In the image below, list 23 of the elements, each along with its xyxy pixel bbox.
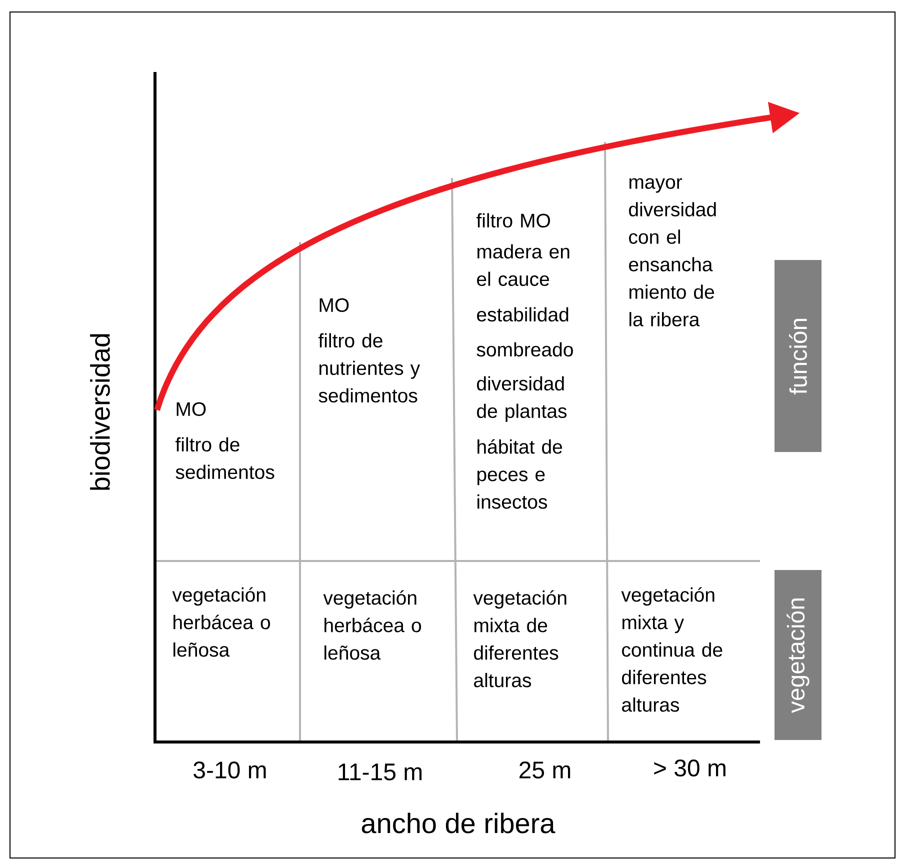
cell-text: vegetación herbácea o leñosa [172,587,270,657]
cell-text: filtro de sedimentos [175,437,274,480]
cell-text: sombreado [476,342,573,357]
cell-text: MO [320,298,349,312]
cell-text: vegetación herbácea o leñosa [323,590,422,660]
tick-label: 3-10 m [194,762,266,778]
tick-label: 25 m [520,762,570,778]
cell-text: filtro MO [476,213,550,228]
axis-title: biodiversidad [90,334,110,490]
side-band: función [774,260,822,452]
cell-text: mayor diversidad con el ensancha miento de la ribera [629,178,716,326]
side-band: vegetación [774,570,822,740]
tick-label: 11-15 m [338,764,422,780]
cell-text: vegetación mixta y continua de diferentes alturas [621,587,722,712]
cell-text: estabilidad [477,307,568,322]
cell-text: hábitat de peces e insectos [477,439,562,509]
cell-text: MO [176,402,206,416]
tick-label: > 30 m [654,760,726,776]
cell-text: diversidad de plantas [477,376,567,422]
cell-text: filtro de nutrientes y sedimentos [318,333,420,403]
axis-title: ancho de ribera [362,812,556,834]
cell-text: vegetación mixta de diferentes alturas [473,590,566,688]
cell-text: madera en el cauce [477,244,570,286]
